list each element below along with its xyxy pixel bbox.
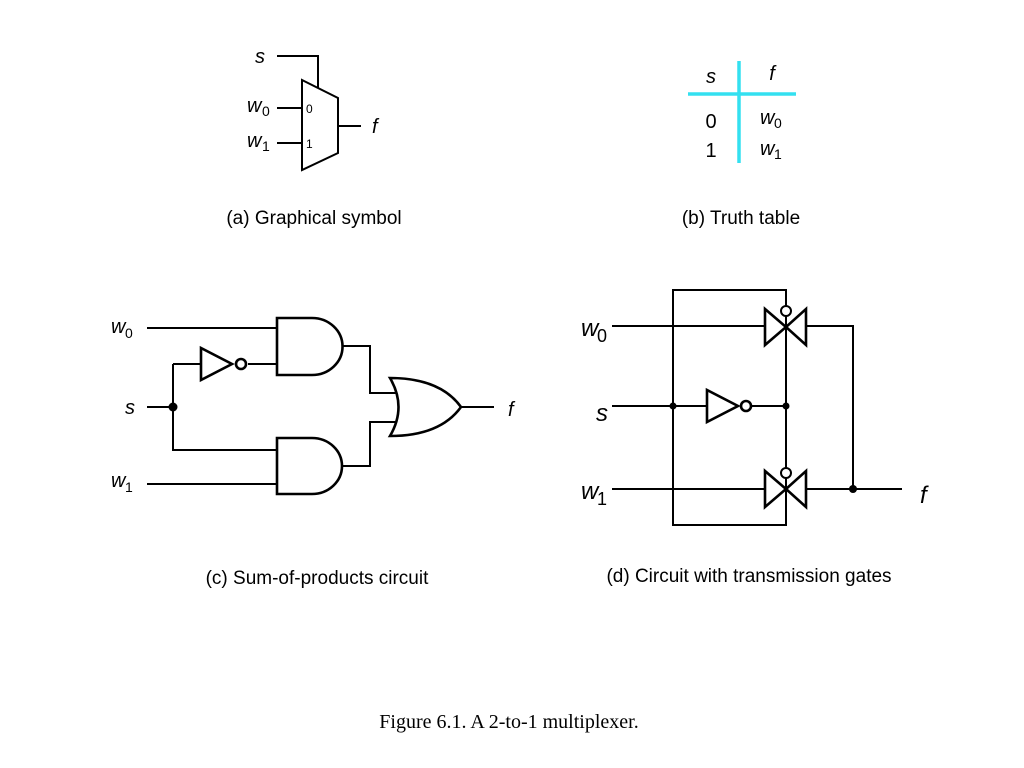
pin0-label: 0	[306, 102, 313, 116]
junction-dot	[168, 402, 178, 412]
tgate0-output-wire	[806, 325, 854, 489]
w0-subscript: 0	[125, 325, 133, 341]
and-gate-bottom	[275, 436, 344, 496]
not-gate	[705, 387, 741, 425]
s-label: s	[596, 400, 608, 427]
truth-table-row-f: w	[760, 138, 776, 160]
truth-table-header-s: s	[706, 66, 716, 88]
s-label: s	[125, 397, 135, 419]
tgate-caption: (d) Circuit with transmission gates	[606, 566, 891, 587]
and0-to-or-wire	[342, 345, 396, 394]
mux-symbol-body	[301, 78, 339, 172]
junction-dot	[669, 402, 677, 410]
truth-table-row-s: 1	[705, 140, 716, 162]
w1-subscript: 1	[597, 489, 607, 509]
truth-table-row-f-subscript: 1	[774, 146, 782, 162]
not-gate-bubble	[739, 399, 753, 413]
truth-table-header-f: f	[769, 63, 777, 85]
output-label: f	[372, 116, 380, 138]
symbol-caption: (a) Graphical symbol	[226, 208, 401, 229]
truth-table-panel: s f 0 w 0 1 w 1 (b) Truth table	[682, 61, 800, 229]
pin1-label: 1	[306, 137, 313, 151]
w0-label: w	[111, 316, 127, 338]
sop-circuit-panel: w 0 s w 1 f (c) Sum-of-products circuit	[111, 316, 516, 589]
truth-table-row-f: w	[760, 107, 776, 129]
s-branch-wire	[172, 364, 277, 451]
w0-subscript: 0	[597, 326, 607, 346]
w1-label: w	[581, 478, 600, 505]
not-gate	[199, 345, 235, 383]
sop-caption: (c) Sum-of-products circuit	[206, 568, 429, 589]
and-gate-top	[275, 316, 344, 377]
figure-caption: Figure 6.1. A 2-to-1 multiplexer.	[379, 711, 638, 733]
output-label: f	[920, 482, 929, 509]
tgate-circuit-panel: w 0 s w 1 f (d) Circuit with transmissio…	[581, 289, 929, 587]
junction-dot	[849, 485, 857, 493]
truth-table-row-s: 0	[705, 111, 716, 133]
input0-subscript: 0	[262, 103, 270, 119]
junction-dot	[782, 402, 790, 410]
w1-label: w	[111, 470, 127, 492]
output-label: f	[508, 399, 516, 421]
transmission-gate-bottom	[763, 467, 808, 510]
input0-label: w	[247, 95, 263, 117]
w0-label: w	[581, 315, 600, 342]
input1-subscript: 1	[262, 138, 270, 154]
truth-table-row-f-subscript: 0	[774, 115, 782, 131]
or-gate	[387, 376, 463, 438]
transmission-gate-top	[763, 305, 808, 348]
truth-table-caption: (b) Truth table	[682, 208, 800, 229]
not-gate-bubble	[234, 357, 248, 371]
and1-to-or-wire	[342, 421, 396, 467]
select-label: s	[255, 46, 265, 68]
graphical-symbol-panel: s w 0 w 1 0 1 f (a) Graphical symbol	[226, 46, 401, 229]
select-wire	[277, 55, 319, 88]
input1-label: w	[247, 130, 263, 152]
w1-subscript: 1	[125, 479, 133, 495]
